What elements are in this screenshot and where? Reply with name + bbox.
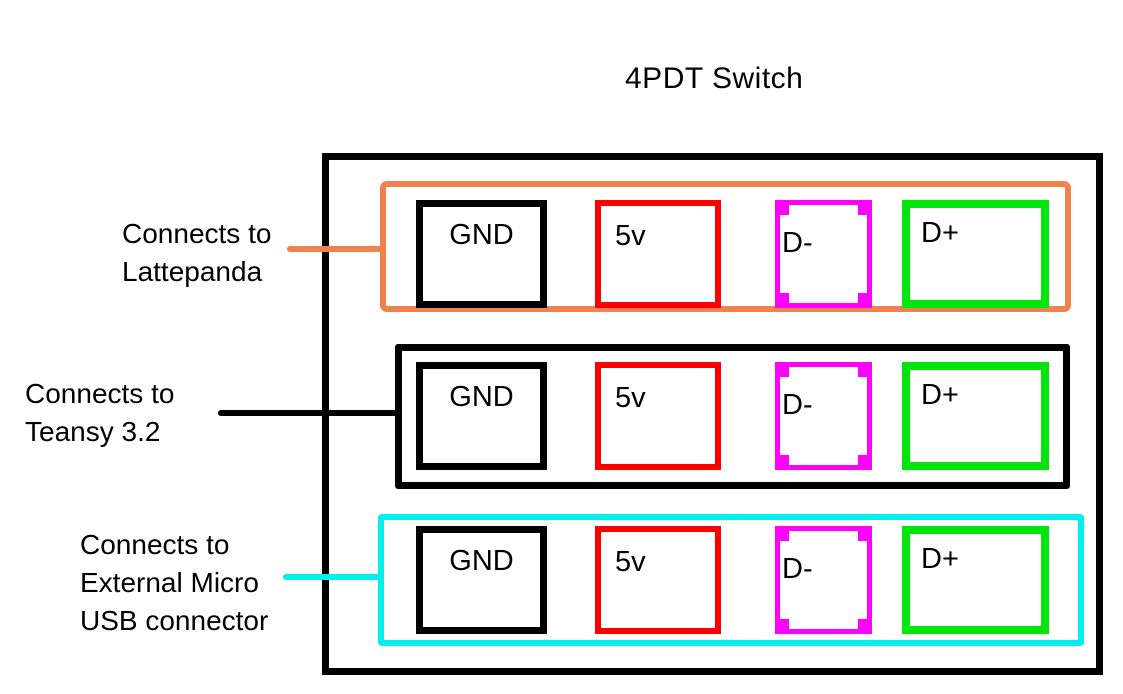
diagram-title: 4PDT Switch (625, 62, 804, 95)
pin-label: GND (449, 545, 514, 577)
pin-label: D+ (921, 379, 959, 411)
pin-5v-lattepanda: 5v (595, 200, 721, 308)
pin-d-plus-external-usb: D+ (902, 526, 1049, 634)
pin-5v-teansy: 5v (595, 362, 721, 470)
connector-line-external-usb (283, 574, 382, 580)
pin-5v-external-usb: 5v (595, 526, 721, 634)
label-connects-to-teansy: Connects to Teansy 3.2 (25, 375, 174, 451)
pin-d-plus-lattepanda: D+ (902, 200, 1049, 308)
pin-label: D+ (921, 543, 959, 575)
switch-row-teansy-outline (395, 344, 1070, 489)
pin-label: 5v (615, 546, 646, 578)
label-line: Teansy 3.2 (25, 416, 161, 447)
pin-d-minus-lattepanda: D- (775, 200, 872, 308)
label-line: Connects to (122, 218, 272, 249)
label-line: Lattepanda (122, 256, 263, 287)
label-connects-to-external-usb: Connects to External Micro USB connector (80, 526, 268, 640)
connector-line-lattepanda (287, 246, 383, 252)
pin-label: GND (449, 219, 514, 251)
pin-d-minus-teansy: D- (775, 362, 872, 470)
connector-line-teansy (218, 410, 399, 416)
pin-label: D- (782, 389, 813, 421)
pin-label: D+ (921, 217, 959, 249)
label-line: External Micro (80, 567, 259, 598)
label-line: USB connector (80, 605, 269, 636)
label-line: Connects to (25, 378, 175, 409)
pin-label: 5v (615, 220, 646, 252)
pin-gnd-external-usb: GND (416, 526, 547, 634)
label-connects-to-lattepanda: Connects to Lattepanda (122, 215, 271, 291)
pin-gnd-lattepanda: GND (416, 200, 547, 308)
pin-label: D- (782, 553, 813, 585)
pin-label: D- (782, 227, 813, 259)
pin-d-plus-teansy: D+ (902, 362, 1049, 470)
switch-row-lattepanda-outline (380, 181, 1071, 312)
pin-gnd-teansy: GND (416, 362, 547, 470)
pin-d-minus-external-usb: D- (775, 526, 872, 634)
pin-label: GND (449, 381, 514, 413)
label-line: Connects to (80, 529, 230, 560)
switch-row-external-usb-outline (378, 514, 1084, 646)
pin-label: 5v (615, 382, 646, 414)
